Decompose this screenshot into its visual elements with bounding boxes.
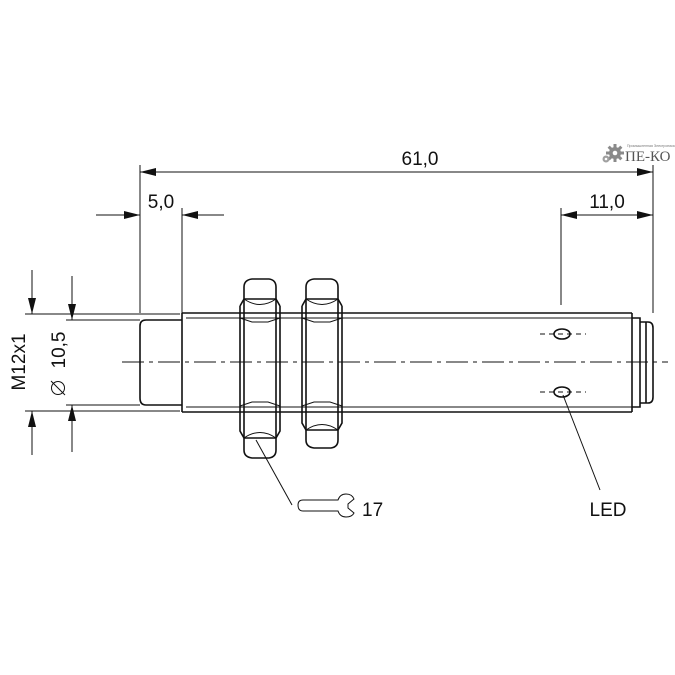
led-window-top [540,328,586,340]
led-offset-label: 11,0 [589,192,625,213]
dimension-overall-length: 61,0 [139,149,654,313]
dimension-thread: M12x1 [9,270,180,455]
wrench-size-label: 17 [362,500,383,521]
dimension-face-offset: 5,0 [96,192,224,313]
hex-nut-rear [301,278,343,449]
diameter-label: 10,5 [49,332,70,369]
gear-icon [602,155,610,163]
hex-nut-front [239,278,281,459]
thread-label: M12x1 [9,333,30,390]
gear-icon [606,144,624,162]
logo-text: ПЕ-КО [625,149,671,165]
overall-length-label: 61,0 [402,149,439,170]
dimension-diameter: 10,5 [49,276,140,452]
face-offset-label: 5,0 [148,192,174,213]
logo-subtitle: Промышленная Электроника [627,144,675,148]
led-label: LED [590,500,627,521]
wrench-icon [297,493,355,518]
led-window-bottom [540,386,586,398]
wrench-callout: 17 [255,439,383,521]
diameter-symbol [50,380,66,396]
company-logo: Промышленная Электроника ПЕ-КО [602,144,675,165]
sensor-body [139,312,654,413]
led-callout: LED [562,394,627,521]
dimension-led-offset: 11,0 [560,192,653,305]
